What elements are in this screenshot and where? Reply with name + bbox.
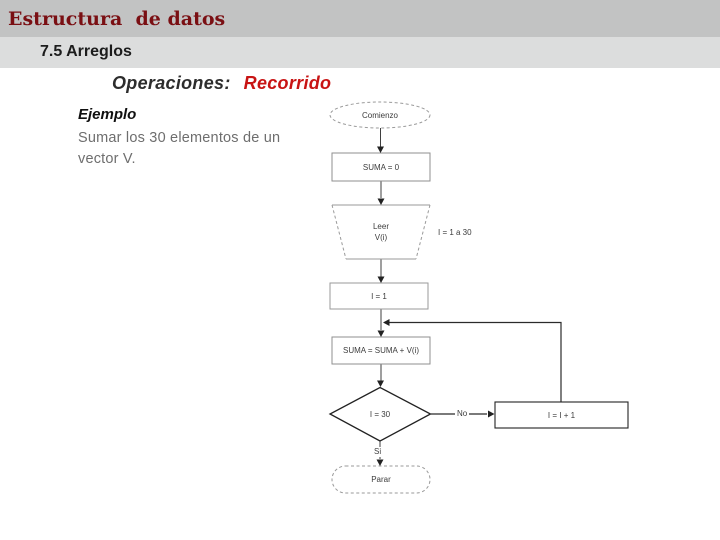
decision-shape <box>328 386 432 442</box>
example-heading: Ejemplo <box>78 106 137 123</box>
flow-label-init-i: I = 1 <box>371 291 387 301</box>
flow-label-init-sum: SUMA = 0 <box>362 162 400 172</box>
process-increment-shape <box>494 401 629 429</box>
process-accumulate-shape <box>331 336 431 365</box>
loop-range-label: I = 1 a 30 <box>438 228 472 237</box>
flow-label-increment: I = I + 1 <box>547 410 576 420</box>
flow-label-read: Leer V(i) <box>372 222 389 242</box>
flow-label-condition: I = 30 <box>369 409 391 419</box>
feedback-line <box>387 321 562 402</box>
flow-arrowheads <box>376 146 495 466</box>
flow-label-end: Parar <box>371 475 391 484</box>
yes-branch-label: Si <box>372 447 384 457</box>
subtitle-label: Operaciones: <box>112 73 231 93</box>
process-init-i-shape <box>329 282 429 310</box>
subtitle-highlight: Recorrido <box>243 73 332 93</box>
flow-label-start: Comienzo <box>361 110 398 120</box>
header-band <box>0 0 720 37</box>
section-heading: 7.5 Arreglos <box>40 43 132 60</box>
subheader-band <box>0 37 720 68</box>
terminator-end-shape <box>331 465 431 494</box>
example-text: Sumar los 30 elementos de un vector V. <box>78 130 281 167</box>
subtitle: Operaciones: Recorrido <box>112 73 331 94</box>
terminator-start-shape <box>329 101 431 129</box>
page-title: Estructura de datos <box>8 8 226 30</box>
no-branch-label: No <box>455 409 470 419</box>
process-init-sum-shape <box>331 152 431 182</box>
flow-label-accumulate: SUMA = SUMA + V(i) <box>342 346 420 355</box>
